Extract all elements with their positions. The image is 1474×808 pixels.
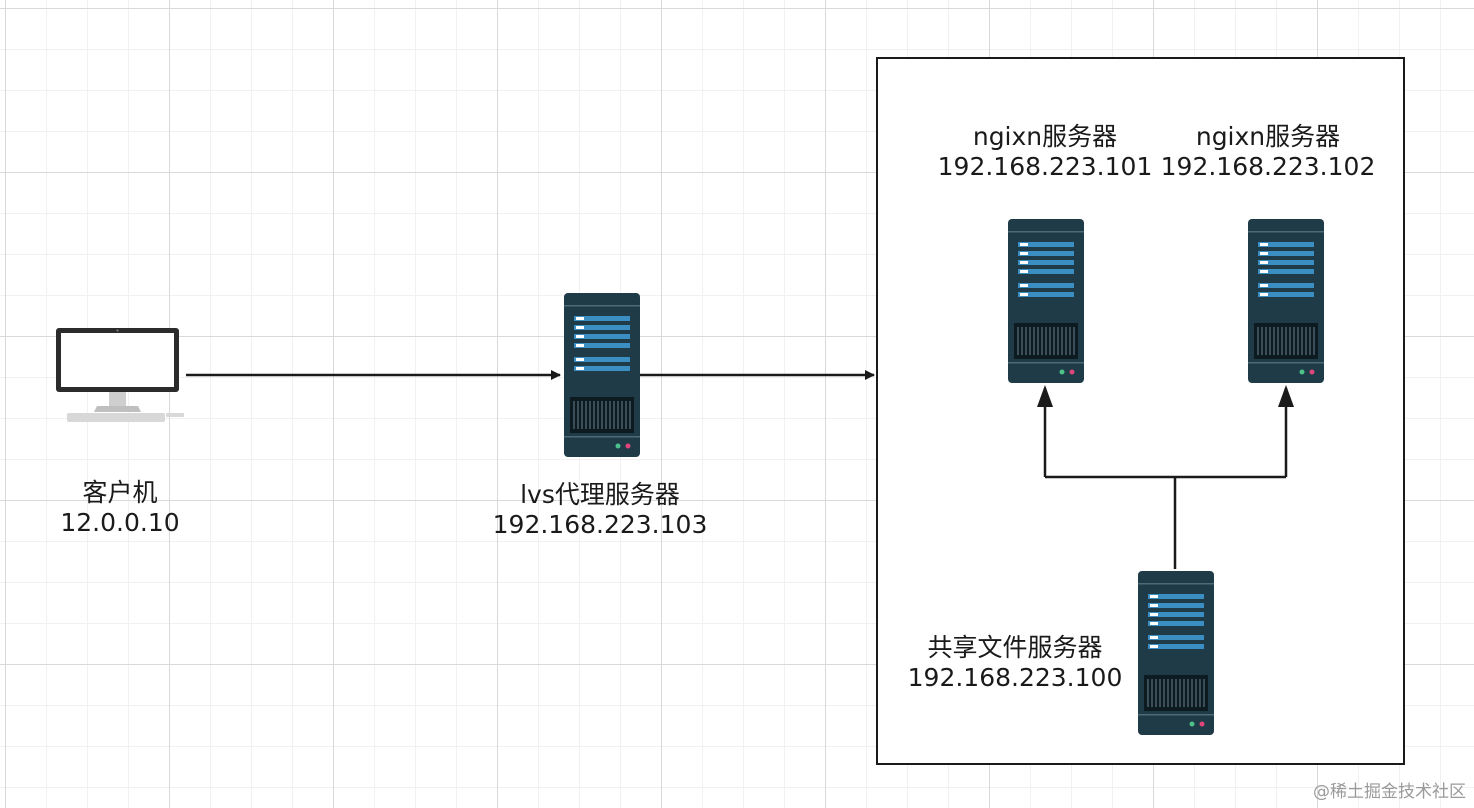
edge-nfs-to-nginx bbox=[1043, 388, 1288, 569]
nfs-ip: 192.168.223.100 bbox=[907, 663, 1123, 692]
client-name: 客户机 bbox=[82, 478, 158, 507]
nfs-label: 共享文件服务器 192.168.223.100 bbox=[890, 633, 1140, 693]
nginx1-name: ngixn服务器 bbox=[972, 122, 1118, 151]
nginx2-ip: 192.168.223.102 bbox=[1160, 152, 1376, 181]
client-ip: 12.0.0.10 bbox=[60, 508, 180, 537]
client-label: 客户机 12.0.0.10 bbox=[20, 478, 220, 538]
lvs-name: lvs代理服务器 bbox=[520, 480, 680, 509]
nginx1-ip: 192.168.223.101 bbox=[937, 152, 1153, 181]
lvs-ip: 192.168.223.103 bbox=[492, 510, 708, 539]
server-icon-lvs bbox=[563, 292, 641, 458]
arrowhead-nginx1 bbox=[1037, 385, 1053, 407]
server-icon-nginx2 bbox=[1247, 218, 1325, 384]
watermark: @稀土掘金技术社区 bbox=[1313, 782, 1466, 802]
nginx2-label: ngixn服务器 192.168.223.102 bbox=[1143, 122, 1393, 182]
server-icon-nfs bbox=[1137, 570, 1215, 736]
lvs-label: lvs代理服务器 192.168.223.103 bbox=[470, 480, 730, 540]
server-icon-nginx1 bbox=[1007, 218, 1085, 384]
nginx1-label: ngixn服务器 192.168.223.101 bbox=[920, 122, 1170, 182]
desktop-computer-icon bbox=[56, 328, 184, 422]
arrowhead-nginx2 bbox=[1278, 385, 1294, 407]
nfs-name: 共享文件服务器 bbox=[927, 633, 1103, 662]
nginx2-name: ngixn服务器 bbox=[1195, 122, 1341, 151]
